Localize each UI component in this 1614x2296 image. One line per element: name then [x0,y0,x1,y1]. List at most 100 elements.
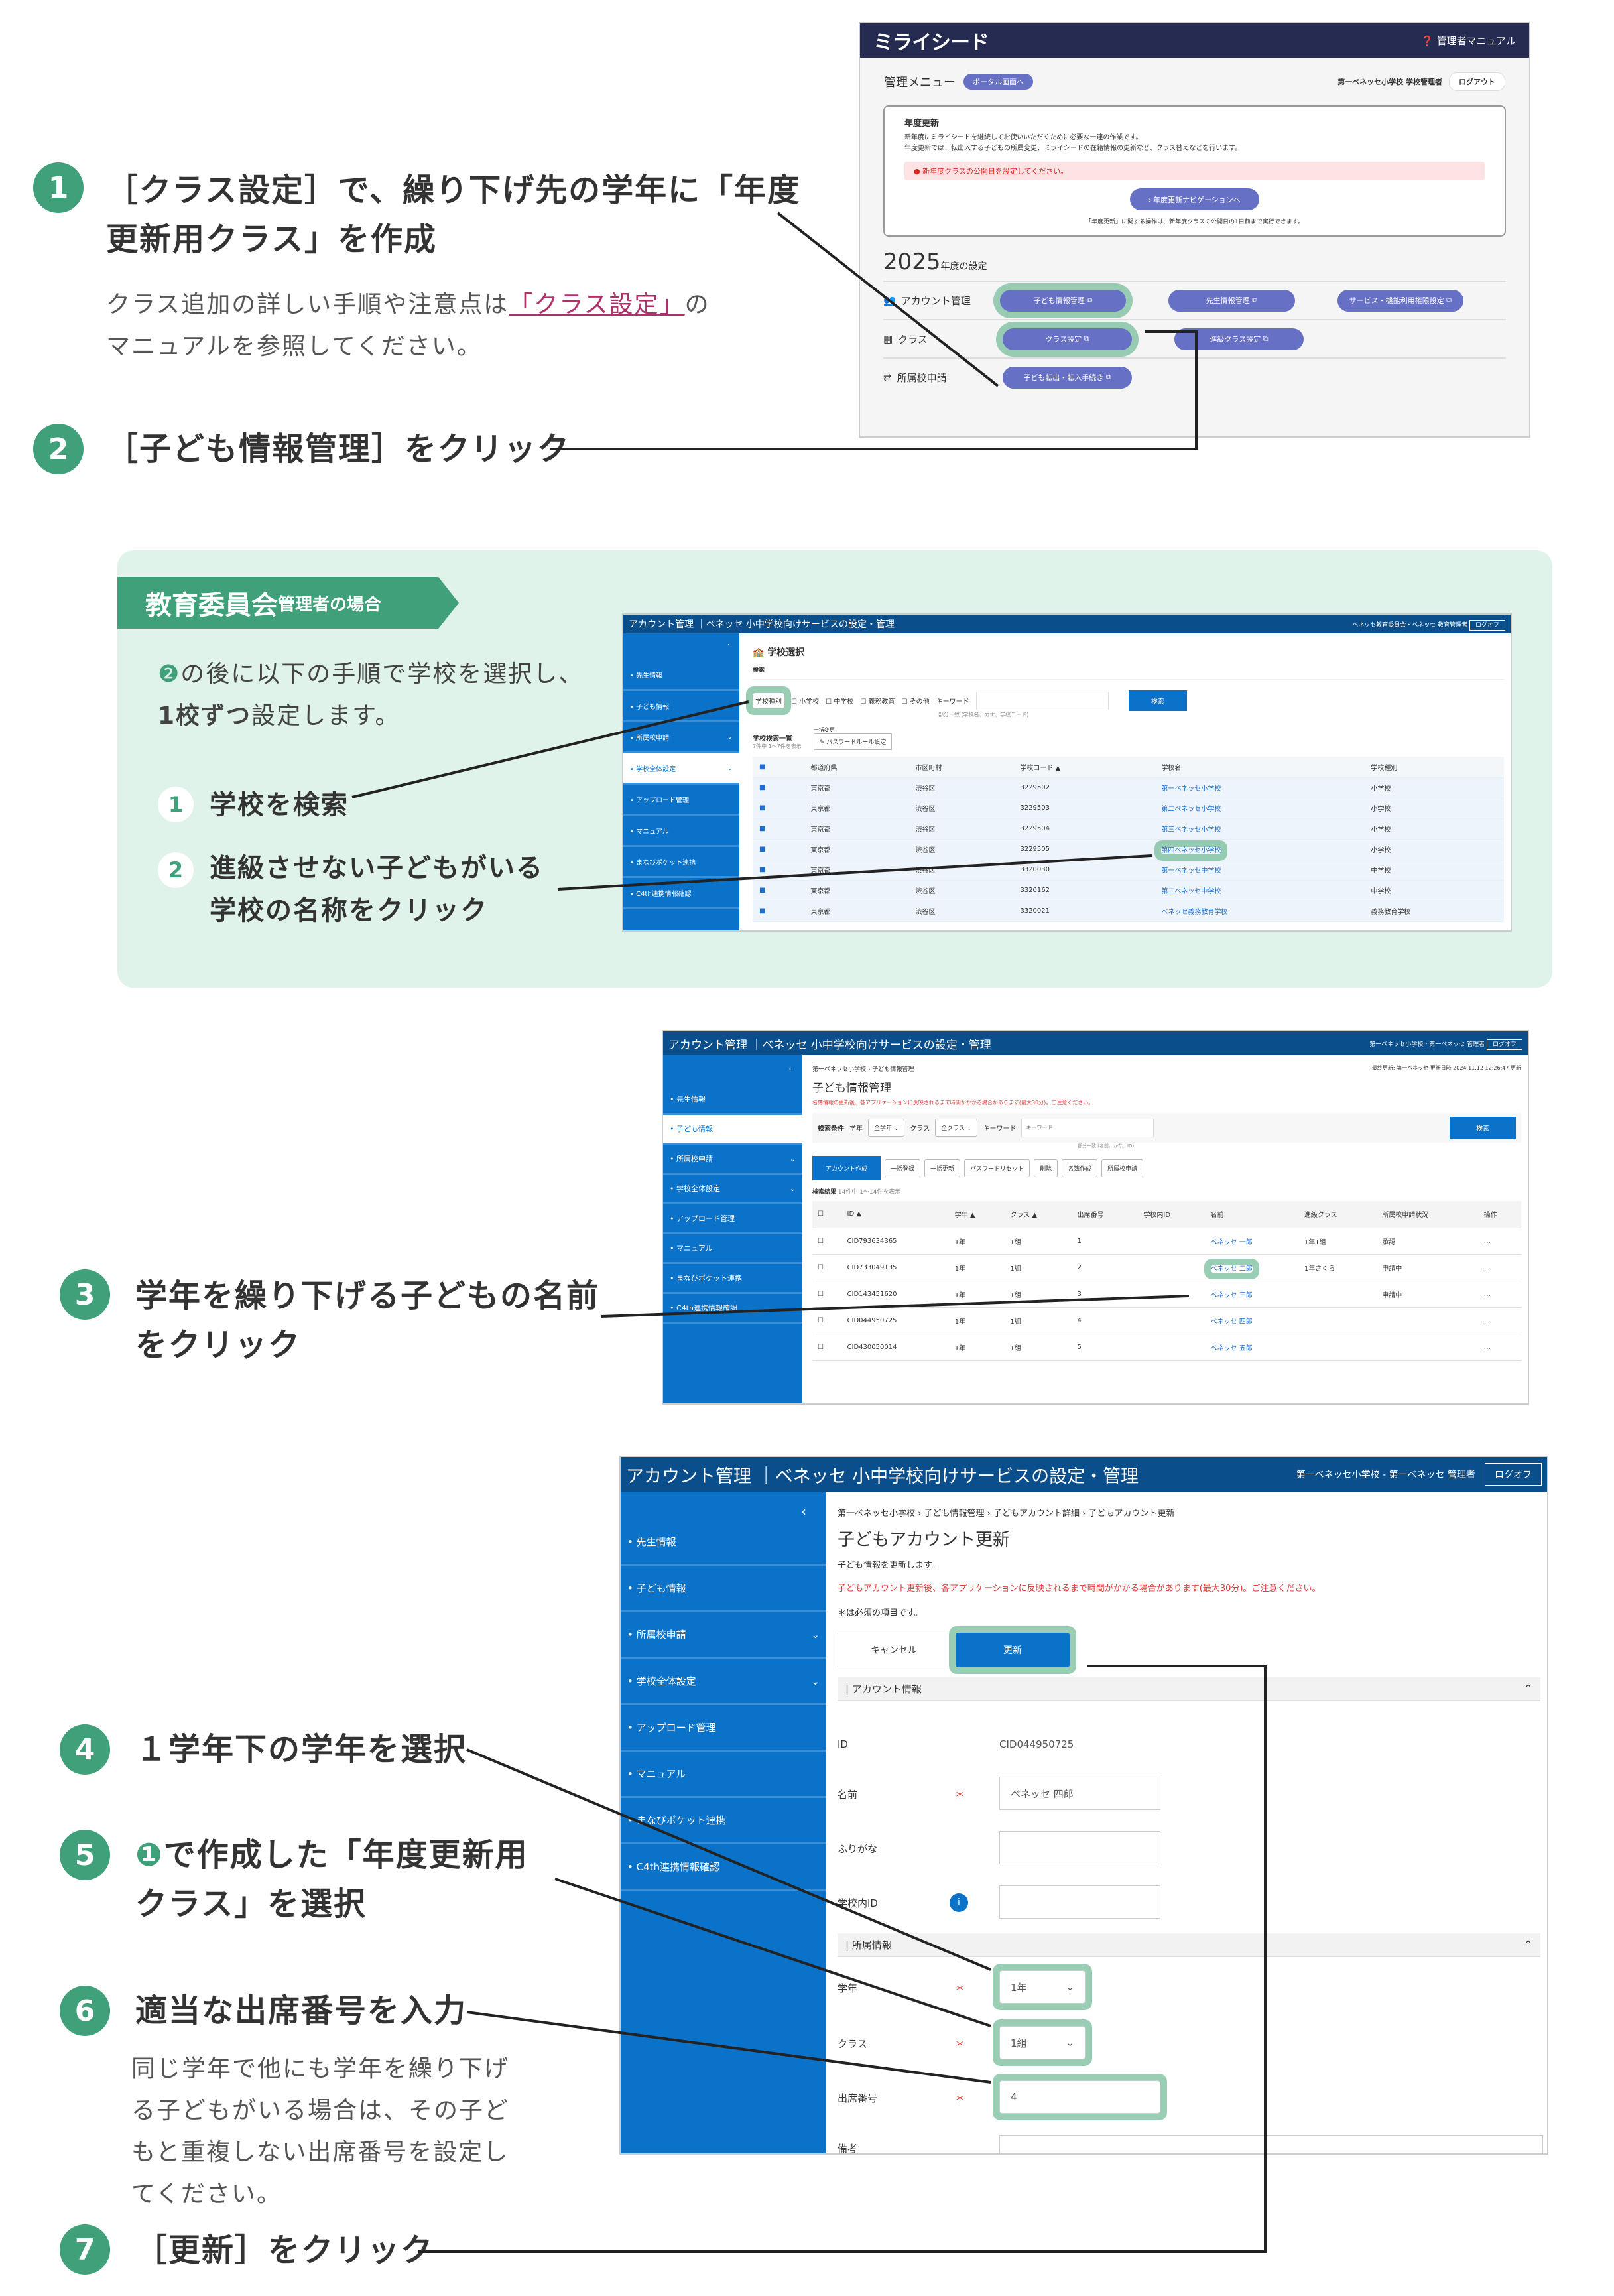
menu-button[interactable]: 子ども転出・転入手続き ⧉ [1003,366,1132,389]
school-type-checkbox[interactable]: ☐ 中学校 [826,698,854,706]
sidebar-item[interactable]: • 子ども情報 [663,1115,802,1145]
class-select[interactable]: 1組⌄ [999,2026,1086,2059]
breadcrumb-item[interactable]: 子ども情報管理 [924,1509,985,1519]
row-checkbox[interactable]: ☐ [812,1334,842,1361]
toolbar-button[interactable]: 所属校申請 [1101,1159,1144,1177]
child-name-link[interactable]: ベネッセ 四郎 [1210,1318,1253,1326]
school-type-checkbox[interactable]: ☐ その他 [901,698,930,706]
row-menu-button[interactable]: … [1483,1316,1491,1324]
sidebar-item[interactable]: • C4th連携情報確認 [623,878,739,909]
menu-button[interactable]: 子ども情報管理 ⧉ [999,289,1127,312]
class-settings-manual-link[interactable]: 「クラス設定」 [509,291,685,318]
breadcrumb-item[interactable]: 第一ベネッセ小学校 [838,1509,916,1519]
column-header[interactable]: 名前 [1205,1201,1299,1228]
row-menu-button[interactable]: … [1483,1290,1491,1298]
child-name-link[interactable]: ベネッセ 五郎 [1210,1344,1253,1352]
school-name-link[interactable]: 第二ベネッセ中学校 [1161,888,1221,895]
password-rule-button[interactable]: ✎ パスワードルール設定 [813,733,893,750]
logout-button[interactable]: ログアウト [1449,72,1505,91]
sidebar-item[interactable]: • 子ども情報 [621,1566,826,1612]
column-header[interactable]: 学校コード ▲ [1013,757,1155,778]
sidebar-item[interactable]: • マニュアル [663,1234,802,1264]
keyword-input[interactable] [975,691,1109,710]
column-header[interactable]: 市区町村 [908,757,1014,778]
account-info-section[interactable]: | アカウント情報^ [838,1677,1540,1701]
toolbar-button[interactable]: パスワードリセット [964,1159,1030,1177]
portal-button[interactable]: ポータル画面へ [963,74,1033,90]
sidebar-item[interactable]: • アップロード管理 [621,1705,826,1752]
logout-button[interactable]: ログオフ [1485,1463,1542,1486]
column-header[interactable]: 操作 [1478,1201,1521,1228]
sidebar-item[interactable]: • マニュアル [623,816,739,847]
search-button[interactable]: 検索 [1128,690,1187,711]
row-checkbox[interactable]: ■ [753,901,804,922]
toolbar-button[interactable]: 削除 [1034,1159,1058,1177]
row-menu-button[interactable]: … [1483,1237,1491,1245]
menu-button[interactable]: 進級クラス設定 ⧉ [1174,328,1304,350]
sidebar-item[interactable]: • まなびポケット連携 [663,1264,802,1294]
child-name-link[interactable]: ベネッセ 一郎 [1210,1238,1253,1246]
column-header[interactable]: 都道府県 [804,757,909,778]
grade-select[interactable]: 全学年 ⌄ [868,1119,905,1137]
column-header[interactable]: 進級クラス [1298,1201,1377,1228]
toolbar-button[interactable]: 名簿作成 [1062,1159,1098,1177]
school-name-link[interactable]: ベネッセ義務教育学校 [1161,909,1228,916]
row-checkbox[interactable]: ☐ [812,1281,842,1308]
class-select[interactable]: 全クラス ⌄ [935,1119,978,1137]
kana-input[interactable] [999,1831,1160,1864]
school-id-input[interactable] [999,1885,1160,1919]
grade-select[interactable]: 1年⌄ [999,1970,1086,2004]
sidebar-item[interactable]: • 学校全体設定⌄ [623,753,739,785]
school-name-link[interactable]: 第一ベネッセ中学校 [1161,867,1221,875]
row-checkbox[interactable]: ☐ [812,1228,842,1255]
column-header[interactable]: 所属校申請状況 [1377,1201,1479,1228]
collapse-icon[interactable]: ‹ [788,1064,792,1073]
school-name-link[interactable]: 第三ベネッセ小学校 [1161,826,1221,834]
school-type-checkbox[interactable]: ☐ 小学校 [791,698,820,706]
attendance-number-input[interactable]: 4 [999,2080,1160,2114]
select-all-checkbox[interactable]: ■ [753,757,804,778]
select-all-checkbox[interactable]: ☐ [812,1201,842,1228]
row-checkbox[interactable]: ■ [753,839,804,860]
breadcrumb-item[interactable]: 第一ベネッセ小学校 [812,1066,867,1073]
row-checkbox[interactable]: ☐ [812,1254,842,1281]
keyword-input[interactable] [1021,1118,1154,1137]
search-button[interactable]: 検索 [1450,1117,1516,1139]
sidebar-item[interactable]: • 学校全体設定⌄ [663,1175,802,1204]
toolbar-button[interactable]: 一括更新 [924,1159,961,1177]
cancel-button[interactable]: キャンセル [838,1633,950,1667]
row-checkbox[interactable]: ■ [753,818,804,840]
row-checkbox[interactable]: ☐ [812,1307,842,1334]
sidebar-item[interactable]: • 所属校申請⌄ [663,1145,802,1175]
column-header[interactable]: 学校名 [1154,757,1365,778]
menu-button[interactable]: サービス・機能利用権限設定 ⧉ [1337,289,1463,312]
sidebar-item[interactable]: • マニュアル [621,1752,826,1798]
affiliation-section[interactable]: | 所属情報^ [838,1933,1540,1957]
child-name-link[interactable]: ベネッセ 二郎 [1210,1265,1253,1273]
row-menu-button[interactable]: … [1483,1263,1491,1271]
sidebar-item[interactable]: • 学校全体設定⌄ [621,1659,826,1705]
row-checkbox[interactable]: ■ [753,798,804,819]
column-header[interactable]: 学年 ▲ [949,1201,1005,1228]
sidebar-item[interactable]: • 先生情報 [663,1085,802,1115]
school-name-link[interactable]: 第二ベネッセ小学校 [1161,806,1221,813]
sidebar-item[interactable]: • C4th連携情報確認 [621,1844,826,1891]
menu-button[interactable]: 先生情報管理 ⧉ [1168,289,1295,312]
sidebar-item[interactable]: • まなびポケット連携 [623,847,739,878]
collapse-icon[interactable]: ‹ [727,641,730,649]
column-header[interactable]: 学校種別 [1364,757,1504,778]
sidebar-item[interactable]: • 子ども情報 [623,691,739,722]
year-update-nav-button[interactable]: › 年度更新ナビゲーションへ [1130,188,1259,210]
breadcrumb-item[interactable]: 子どもアカウント詳細 [993,1509,1080,1519]
school-name-link[interactable]: 第一ベネッセ小学校 [1161,785,1221,793]
create-account-button[interactable]: アカウント作成 [812,1156,881,1180]
school-name-link[interactable]: 第四ベネッセ小学校 [1161,847,1221,854]
row-checkbox[interactable]: ■ [753,860,804,881]
collapse-icon[interactable]: ‹ [801,1503,806,1519]
row-menu-button[interactable]: … [1483,1343,1491,1351]
sidebar-item[interactable]: • 先生情報 [623,660,739,691]
toolbar-button[interactable]: 一括登録 [885,1159,921,1177]
sidebar-item[interactable]: • アップロード管理 [663,1204,802,1234]
update-button[interactable]: 更新 [956,1633,1070,1667]
logout-button[interactable]: ログオフ [1469,619,1505,631]
